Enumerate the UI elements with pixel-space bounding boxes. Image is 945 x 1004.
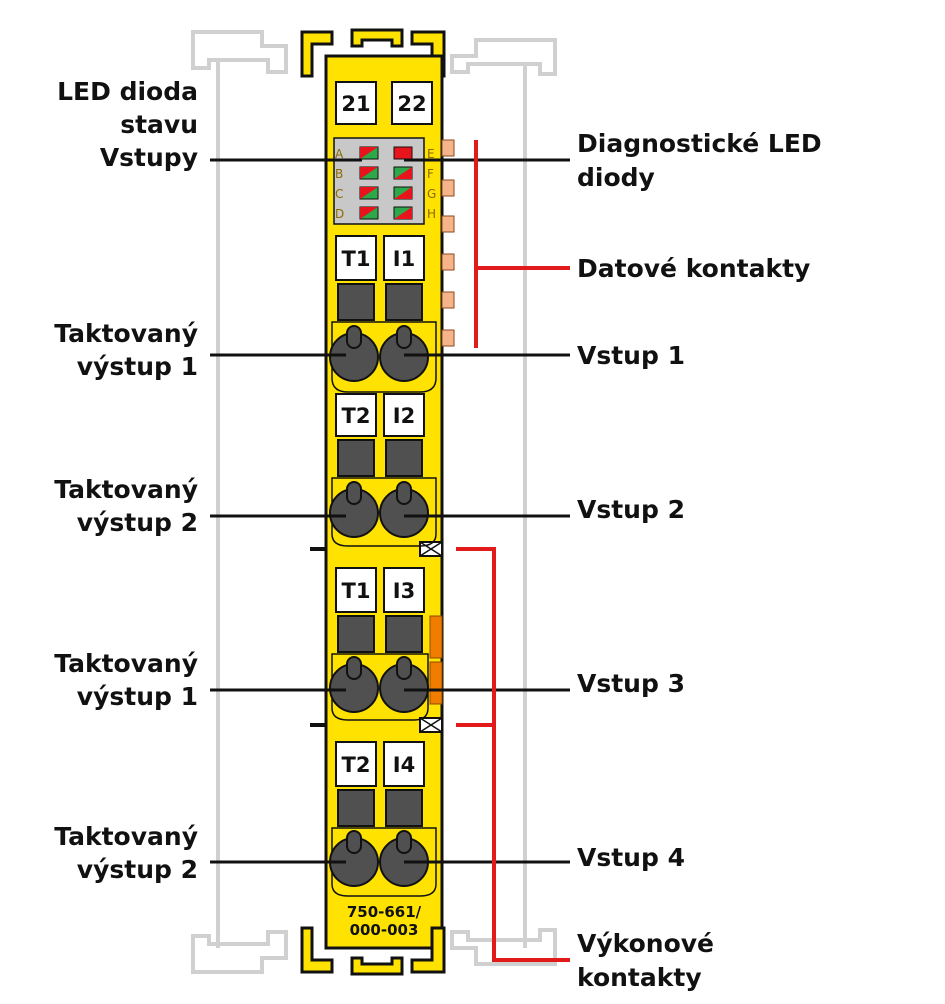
terminal-release-button	[385, 283, 423, 321]
data-contact	[441, 253, 455, 271]
diagnostic-led	[393, 166, 413, 180]
clock-output-label: Taktovaný	[54, 475, 198, 504]
data-contact	[441, 291, 455, 309]
led-letter: H	[427, 207, 436, 221]
led-letter: A	[335, 147, 344, 161]
status-led	[359, 146, 379, 160]
diagnostic-led-label: diody	[577, 163, 655, 192]
left-labels: LED dioda stavu Vstupy Taktovaný výstup …	[54, 77, 198, 884]
clock-output-label: Taktovaný	[54, 822, 198, 851]
terminal-label: 22	[397, 92, 426, 116]
data-contact	[441, 139, 455, 157]
right-labels: Diagnostické LED diody Datové kontakty V…	[577, 129, 822, 992]
clock-output-label: Taktovaný	[54, 319, 198, 348]
terminal-label-box	[391, 81, 433, 125]
io-module: 21 22 A B C D E F G H	[300, 28, 455, 976]
power-jumper-mark	[419, 717, 443, 733]
terminal-label-box	[383, 235, 425, 281]
data-contact	[441, 215, 455, 233]
power-contact-top	[429, 615, 443, 659]
power-contacts-label: Výkonové	[577, 929, 714, 958]
terminal-release-button	[337, 789, 375, 827]
data-contact	[441, 329, 455, 347]
clock-output-label: Taktovaný	[54, 649, 198, 678]
clock-output-label: výstup 1	[77, 682, 198, 711]
wire-entry-frame	[331, 827, 437, 897]
power-contacts-bracket	[456, 547, 570, 962]
terminal-label: T1	[342, 247, 371, 271]
terminal-label: I4	[393, 753, 415, 777]
data-contacts-label: Datové kontakty	[577, 254, 810, 283]
data-contacts-bracket	[474, 140, 570, 348]
clock-output-label: výstup 1	[77, 352, 198, 381]
callout-brackets	[456, 140, 570, 962]
power-contacts-label: kontakty	[577, 963, 702, 992]
module-bottom-latch	[350, 956, 404, 976]
status-led	[359, 166, 379, 180]
terminal-release-button	[385, 439, 423, 477]
diagnostic-led	[393, 146, 413, 160]
clock-output-label: výstup 2	[77, 855, 198, 884]
input-label: Vstup 3	[577, 669, 685, 698]
status-led	[359, 206, 379, 220]
rail-left-bottom	[191, 930, 288, 974]
terminal-label-box	[335, 567, 377, 613]
terminal-release-button	[337, 615, 375, 653]
terminal-release-button	[385, 789, 423, 827]
terminal-label-box	[335, 741, 377, 787]
din-rail-outline	[191, 30, 557, 974]
module-bottom-clip	[300, 926, 334, 974]
input-label: Vstup 4	[577, 843, 685, 872]
rail-right-bottom	[450, 928, 557, 966]
diagnostic-led	[393, 186, 413, 200]
terminal-label: T2	[342, 404, 371, 428]
terminal-label: I2	[393, 404, 415, 428]
clock-output-label: výstup 2	[77, 508, 198, 537]
terminal-label-box	[335, 81, 377, 125]
model-number: 000-003	[350, 921, 419, 939]
terminal-release-button	[337, 439, 375, 477]
terminal-label-box	[335, 235, 377, 281]
input-label: Vstup 2	[577, 495, 685, 524]
led-letter: D	[335, 207, 344, 221]
model-number: 750-661/	[347, 903, 422, 921]
input-label: Vstup 1	[577, 341, 685, 370]
terminal-label-box	[383, 567, 425, 613]
terminal-label: T1	[342, 579, 371, 603]
terminal-label: I3	[393, 579, 415, 603]
terminal-label: I1	[393, 247, 415, 271]
led-status-label: stavu	[120, 110, 198, 139]
led-letter: F	[427, 167, 434, 181]
power-contact-bottom	[429, 661, 443, 705]
terminal-label-box	[383, 741, 425, 787]
module-top-clip	[300, 30, 334, 78]
terminal-label: 21	[341, 92, 370, 116]
wire-entry-frame	[331, 321, 437, 393]
data-contact	[441, 179, 455, 197]
wire-entry-frame	[331, 477, 437, 547]
rail-right-top	[450, 38, 557, 76]
led-status-label: LED dioda	[57, 77, 198, 106]
leader-lines	[210, 158, 570, 864]
led-letter: B	[335, 167, 343, 181]
led-letter: G	[427, 187, 436, 201]
terminal-label-box	[383, 393, 425, 437]
led-status-label: Vstupy	[100, 143, 198, 172]
led-letter: C	[335, 187, 343, 201]
module-top-latch	[350, 28, 404, 48]
terminal-label: T2	[342, 753, 371, 777]
diagnostic-led-label: Diagnostické LED	[577, 129, 822, 158]
rail-left-top	[191, 30, 288, 74]
terminal-label-box	[335, 393, 377, 437]
wire-entry-frame	[331, 653, 429, 721]
module-bottom-clip-right	[410, 926, 446, 974]
terminal-release-button	[385, 615, 423, 653]
led-letter: E	[427, 147, 435, 161]
status-led	[359, 186, 379, 200]
diagnostic-led	[393, 206, 413, 220]
terminal-release-button	[337, 283, 375, 321]
